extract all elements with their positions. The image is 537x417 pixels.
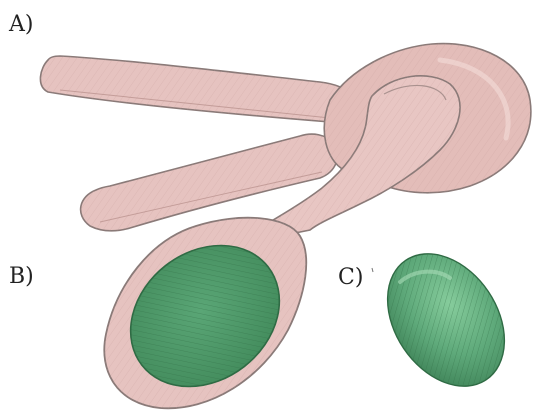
panel-label-a: A) — [9, 14, 33, 36]
green-body-c — [363, 232, 528, 408]
upper-arm — [40, 56, 350, 122]
panel-label-c: C) — [338, 267, 363, 289]
panel-label-b: B) — [9, 266, 34, 288]
pencil-mark — [372, 268, 373, 272]
